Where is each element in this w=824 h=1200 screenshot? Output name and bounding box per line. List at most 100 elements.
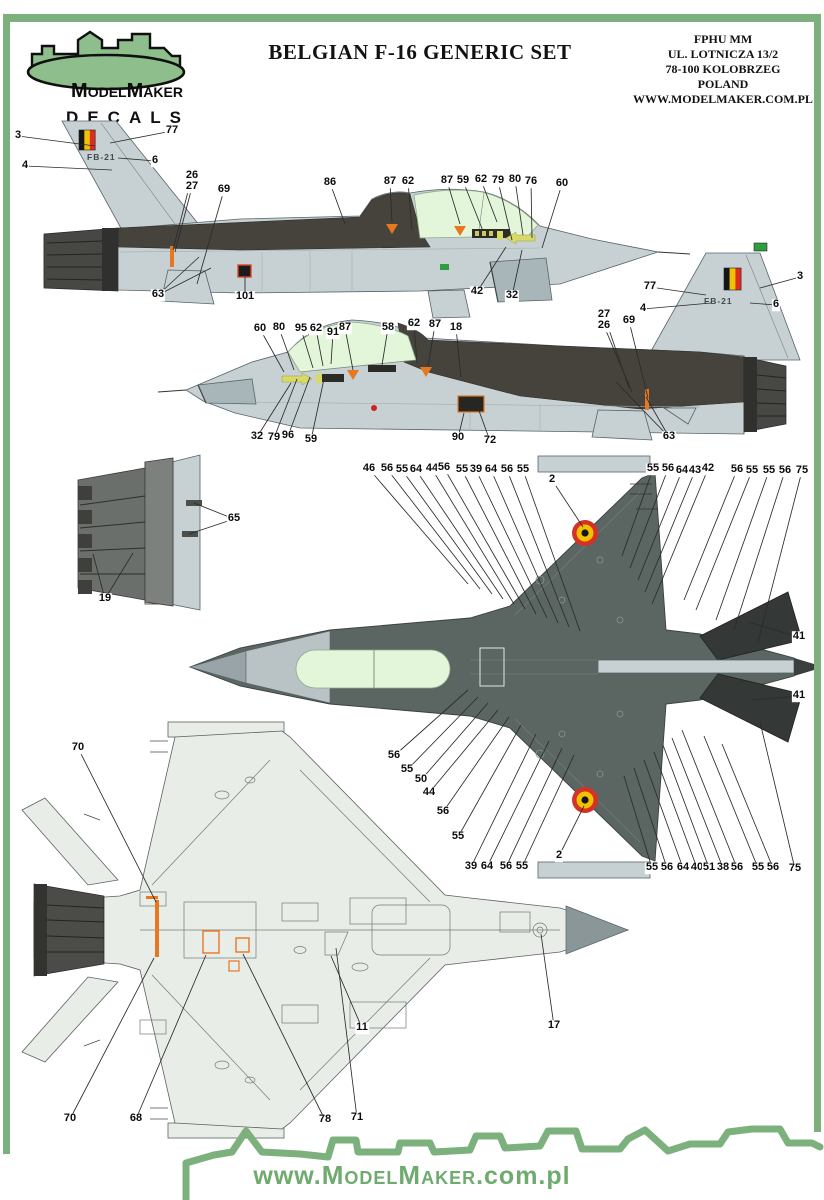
callout-60: 60 (252, 322, 268, 335)
callout-56: 56 (729, 463, 745, 476)
callout-44: 44 (421, 786, 437, 799)
callout-87: 87 (439, 174, 455, 187)
callout-80: 80 (507, 173, 523, 186)
callout-64: 64 (479, 860, 495, 873)
callout-62: 62 (473, 173, 489, 186)
right-border (814, 14, 821, 1132)
castle-logo-icon (26, 30, 186, 91)
callout-55: 55 (514, 860, 530, 873)
callout-41: 41 (791, 689, 807, 702)
modelmaker-logo: ModelMaker DECALS (20, 24, 195, 127)
callout-87: 87 (337, 321, 353, 334)
callout-56: 56 (777, 464, 793, 477)
callout-27: 27 (184, 180, 200, 193)
belgian-roundel-top-wing (572, 520, 598, 546)
callout-44: 44 (424, 462, 440, 475)
callout-19: 19 (97, 592, 113, 605)
callout-71: 71 (349, 1111, 365, 1124)
callout-75: 75 (787, 862, 803, 875)
callout-56: 56 (660, 462, 676, 475)
address-line: WWW.MODELMAKER.COM.PL (633, 92, 813, 106)
callout-55: 55 (394, 463, 410, 476)
address-line: UL. LOTNICZA 13/2 (667, 47, 779, 61)
side-profile-1 (43, 120, 691, 319)
callout-56: 56 (379, 462, 395, 475)
callout-87: 87 (427, 318, 443, 331)
callout-64: 64 (674, 464, 690, 477)
callout-43: 43 (687, 464, 703, 477)
callout-18: 18 (448, 321, 464, 334)
callout-26: 26 (184, 169, 200, 182)
callout-42: 42 (469, 285, 485, 298)
logo-wordmark: ModelMaker (71, 80, 183, 102)
callout-72: 72 (482, 434, 498, 447)
callout-69: 69 (216, 183, 232, 196)
callout-75: 75 (794, 464, 810, 477)
callout-32: 32 (249, 430, 265, 443)
footer-url: www.ModelMaker.com.pl (0, 1160, 824, 1191)
callout-56: 56 (435, 805, 451, 818)
bottom-view (21, 721, 630, 1139)
callout-3: 3 (13, 129, 23, 142)
callout-65: 65 (226, 512, 242, 525)
callout-4: 4 (638, 302, 648, 315)
callout-95: 95 (293, 322, 309, 335)
callout-63: 63 (661, 430, 677, 443)
callout-56: 56 (436, 461, 452, 474)
top-view (188, 455, 814, 879)
footer-url-suffix: .com.pl (476, 1162, 571, 1190)
callout-55: 55 (750, 861, 766, 874)
callout-56: 56 (659, 861, 675, 874)
callout-56: 56 (765, 861, 781, 874)
callout-68: 68 (128, 1112, 144, 1125)
manufacturer-address: FPHU MM UL. LOTNICZA 13/2 78-100 KOLOBRZ… (628, 32, 818, 107)
callout-17: 17 (546, 1019, 562, 1032)
callout-56: 56 (498, 860, 514, 873)
callout-62: 62 (400, 175, 416, 188)
callout-56: 56 (499, 463, 515, 476)
callout-101: 101 (234, 290, 256, 303)
callout-87: 87 (382, 175, 398, 188)
callout-2: 2 (547, 473, 557, 486)
callout-2: 2 (554, 849, 564, 862)
callout-50: 50 (413, 773, 429, 786)
callout-63: 63 (150, 288, 166, 301)
callout-77: 77 (164, 124, 180, 137)
side-profile-2 (157, 242, 801, 441)
callout-69: 69 (621, 314, 637, 327)
left-border (3, 14, 10, 1154)
callout-27: 27 (596, 308, 612, 321)
callout-4: 4 (20, 159, 30, 172)
callout-70: 70 (62, 1112, 78, 1125)
callout-32: 32 (504, 289, 520, 302)
footer-castle-skyline (182, 1125, 824, 1200)
callout-11: 11 (355, 1021, 369, 1034)
callout-42: 42 (700, 462, 716, 475)
callout-3: 3 (795, 270, 805, 283)
callout-59: 59 (303, 433, 319, 446)
callout-70: 70 (70, 741, 86, 754)
exhaust-nozzle-detail (77, 454, 202, 611)
callout-55: 55 (744, 464, 760, 477)
callout-79: 79 (490, 174, 506, 187)
address-line: 78-100 KOLOBRZEG (665, 62, 781, 76)
callout-6: 6 (771, 298, 781, 311)
callout-55: 55 (450, 830, 466, 843)
belgian-roundel-bottom-wing (572, 787, 598, 813)
page-title: BELGIAN F-16 GENERIC SET (268, 40, 572, 64)
callout-38: 38 (715, 861, 731, 874)
callout-39: 39 (463, 860, 479, 873)
top-border (4, 14, 820, 22)
callout-51: 51 (701, 861, 717, 874)
callout-96: 96 (280, 429, 296, 442)
footer-url-prefix: www. (253, 1162, 322, 1190)
callout-64: 64 (483, 463, 499, 476)
callout-76: 76 (523, 175, 539, 188)
callout-59: 59 (455, 174, 471, 187)
address-line: FPHU MM (693, 32, 753, 46)
callout-55: 55 (761, 464, 777, 477)
callout-64: 64 (408, 463, 424, 476)
callout-77: 77 (642, 280, 658, 293)
